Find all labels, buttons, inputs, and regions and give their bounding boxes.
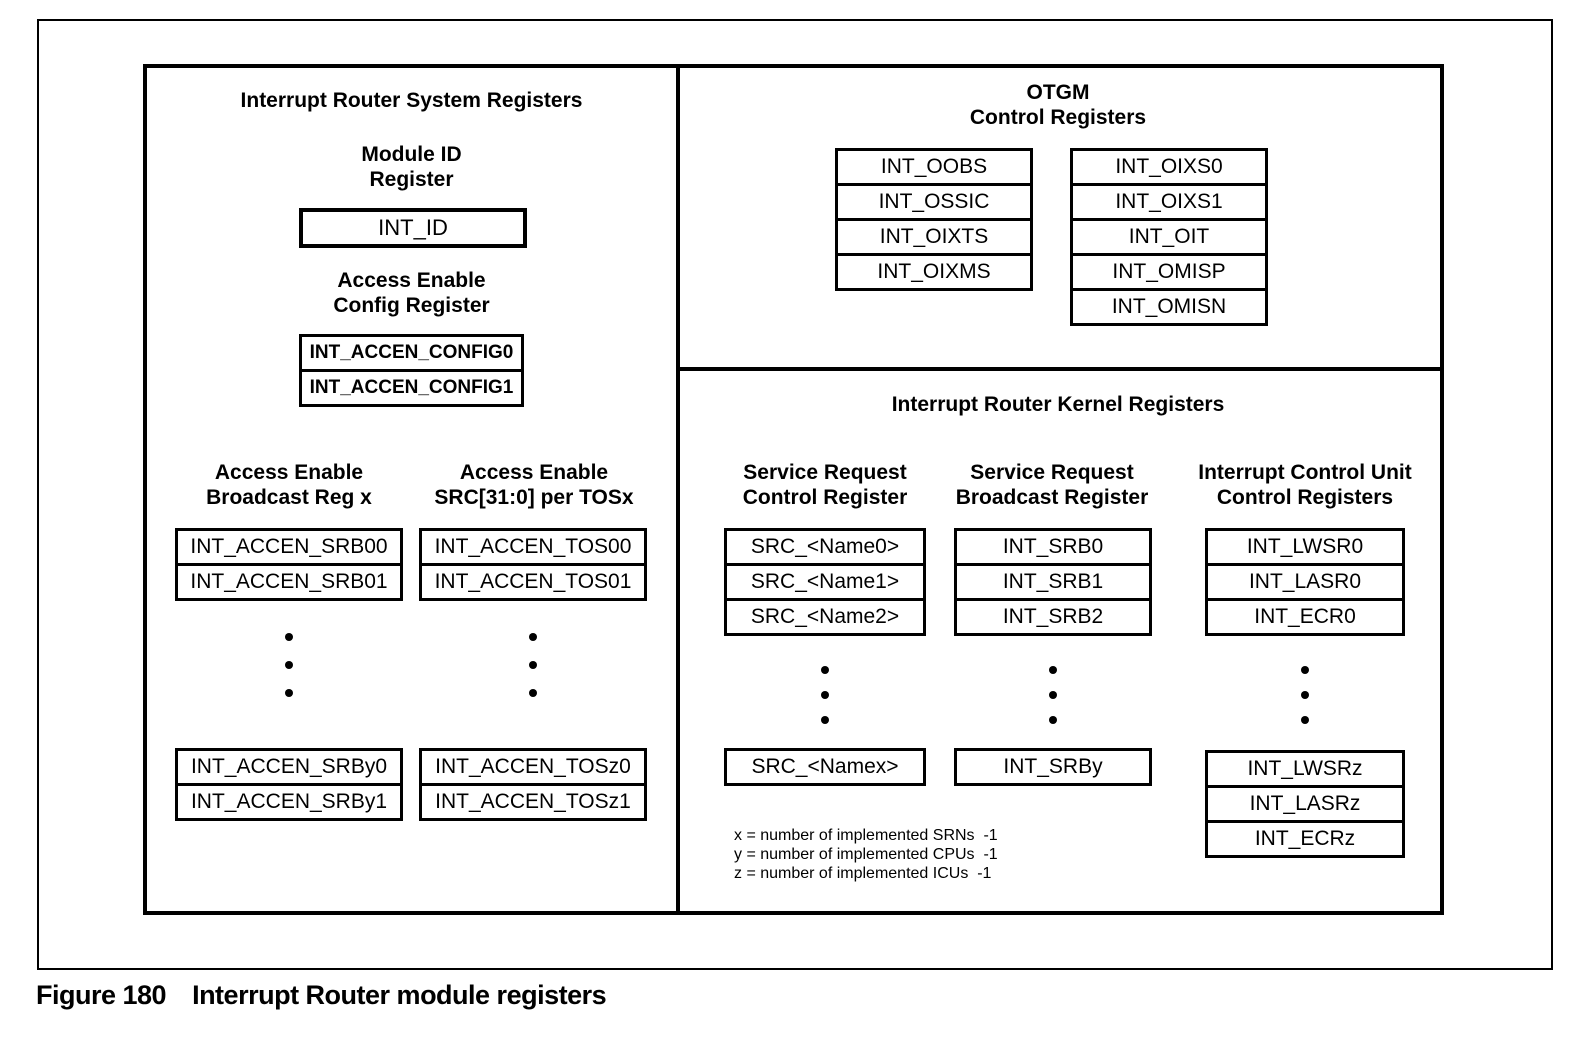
figure-caption-label: Figure 180	[36, 980, 167, 1010]
register-cell: INT_ACCEN_SRBy1	[175, 783, 403, 821]
figure-caption: Figure 180 Interrupt Router module regist…	[36, 980, 607, 1011]
register-cell: SRC_<Name1>	[724, 563, 926, 601]
dot	[1049, 691, 1057, 699]
register-cell: INT_OMISN	[1070, 288, 1268, 326]
icu-column-heading: Interrupt Control Unit Control Registers	[1198, 461, 1412, 509]
src-bottom-stack: SRC_<Namex>	[724, 748, 926, 786]
dot	[821, 716, 829, 724]
ellipsis-dots	[529, 633, 537, 697]
register-cell: INT_ACCEN_SRB01	[175, 563, 403, 601]
dot	[1049, 716, 1057, 724]
dot	[285, 689, 293, 697]
register-cell: INT_ID	[299, 208, 527, 248]
dot	[285, 661, 293, 669]
module-id-stack: INT_ID	[299, 208, 527, 248]
src-top-stack: SRC_<Name0> SRC_<Name1> SRC_<Name2>	[724, 528, 926, 636]
register-cell: INT_LASR0	[1205, 563, 1405, 601]
register-cell: INT_LASRz	[1205, 785, 1405, 823]
register-cell: INT_ACCEN_CONFIG0	[299, 334, 524, 372]
icu-top-stack: INT_LWSR0 INT_LASR0 INT_ECR0	[1205, 528, 1405, 636]
register-cell: INT_OSSIC	[835, 183, 1033, 221]
srb-bottom-stack: INT_SRBy	[954, 748, 1152, 786]
accen-config-heading: Access Enable Config Register	[333, 269, 490, 317]
dot	[285, 633, 293, 641]
register-cell: INT_ACCEN_SRBy0	[175, 748, 403, 786]
accen-tos-heading: Access Enable SRC[31:0] per TOSx	[434, 461, 634, 509]
register-cell: INT_SRB1	[954, 563, 1152, 601]
dot	[1301, 666, 1309, 674]
register-cell: INT_ACCEN_SRB00	[175, 528, 403, 566]
register-cell: SRC_<Name0>	[724, 528, 926, 566]
system-panel-title: Interrupt Router System Registers	[240, 89, 583, 112]
register-cell: INT_OIT	[1070, 218, 1268, 256]
icu-bottom-stack: INT_LWSRz INT_LASRz INT_ECRz	[1205, 750, 1405, 858]
register-cell: INT_OIXS1	[1070, 183, 1268, 221]
register-cell: INT_SRB0	[954, 528, 1152, 566]
interrupt-router-diagram: Interrupt Router System Registers Module…	[143, 64, 1444, 915]
accen-tos-top-stack: INT_ACCEN_TOS00 INT_ACCEN_TOS01	[419, 528, 647, 601]
srb-column-heading: Service Request Broadcast Register	[955, 461, 1149, 509]
accen-broadcast-heading: Access Enable Broadcast Reg x	[206, 461, 372, 509]
register-cell: INT_ECRz	[1205, 820, 1405, 858]
footnote-line: y = number of implemented CPUs -1	[734, 846, 998, 863]
otgm-right-stack: INT_OIXS0 INT_OIXS1 INT_OIT INT_OMISP IN…	[1070, 148, 1268, 326]
accen-tos-bottom-stack: INT_ACCEN_TOSz0 INT_ACCEN_TOSz1	[419, 748, 647, 821]
register-cell: SRC_<Namex>	[724, 748, 926, 786]
dot	[529, 661, 537, 669]
dot	[529, 689, 537, 697]
register-cell: INT_ACCEN_TOS01	[419, 563, 647, 601]
ellipsis-dots	[1049, 666, 1057, 724]
register-cell: INT_OIXTS	[835, 218, 1033, 256]
register-cell: INT_OOBS	[835, 148, 1033, 186]
kernel-panel-title: Interrupt Router Kernel Registers	[891, 393, 1225, 416]
footnote-line: x = number of implemented SRNs -1	[734, 827, 998, 844]
panel-divider-vertical	[676, 68, 680, 911]
dot	[1301, 691, 1309, 699]
register-cell: INT_SRBy	[954, 748, 1152, 786]
register-cell: INT_ACCEN_TOSz0	[419, 748, 647, 786]
accen-broadcast-bottom-stack: INT_ACCEN_SRBy0 INT_ACCEN_SRBy1	[175, 748, 403, 821]
otgm-left-stack: INT_OOBS INT_OSSIC INT_OIXTS INT_OIXMS	[835, 148, 1033, 291]
register-cell: INT_LWSRz	[1205, 750, 1405, 788]
register-cell: INT_SRB2	[954, 598, 1152, 636]
panel-divider-horizontal	[680, 367, 1440, 371]
register-cell: INT_ACCEN_CONFIG1	[299, 369, 524, 407]
dot	[1049, 666, 1057, 674]
register-cell: INT_OMISP	[1070, 253, 1268, 291]
src-column-heading: Service Request Control Register	[742, 461, 908, 509]
dot	[1301, 716, 1309, 724]
footnote-line: z = number of implemented ICUs -1	[734, 865, 992, 882]
register-cell: INT_LWSR0	[1205, 528, 1405, 566]
ellipsis-dots	[1301, 666, 1309, 724]
register-cell: INT_ACCEN_TOSz1	[419, 783, 647, 821]
dot	[529, 633, 537, 641]
ellipsis-dots	[285, 633, 293, 697]
figure-frame: Interrupt Router System Registers Module…	[37, 19, 1553, 970]
dot	[821, 666, 829, 674]
otgm-panel-title: OTGM Control Registers	[969, 81, 1147, 129]
variable-footnotes: x = number of implemented SRNs -1 y = nu…	[734, 826, 998, 883]
accen-broadcast-top-stack: INT_ACCEN_SRB00 INT_ACCEN_SRB01	[175, 528, 403, 601]
register-cell: INT_ECR0	[1205, 598, 1405, 636]
srb-top-stack: INT_SRB0 INT_SRB1 INT_SRB2	[954, 528, 1152, 636]
accen-config-stack: INT_ACCEN_CONFIG0 INT_ACCEN_CONFIG1	[299, 334, 524, 407]
register-cell: INT_ACCEN_TOS00	[419, 528, 647, 566]
ellipsis-dots	[821, 666, 829, 724]
module-id-heading: Module ID Register	[361, 143, 462, 191]
figure-caption-title: Interrupt Router module registers	[192, 980, 607, 1010]
register-cell: INT_OIXS0	[1070, 148, 1268, 186]
dot	[821, 691, 829, 699]
register-cell: INT_OIXMS	[835, 253, 1033, 291]
register-cell: SRC_<Name2>	[724, 598, 926, 636]
